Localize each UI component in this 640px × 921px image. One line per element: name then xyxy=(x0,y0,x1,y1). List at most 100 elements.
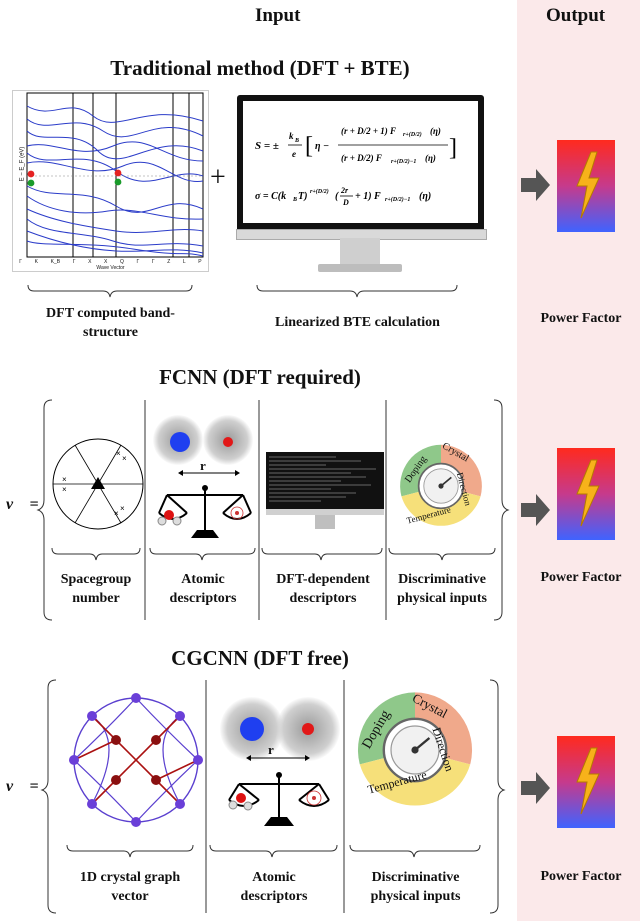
fcnn-title: FCNN (DFT required) xyxy=(159,365,361,389)
kpoint-label: Q xyxy=(119,259,124,265)
svg-text:B: B xyxy=(292,197,297,203)
cgcnn-caption-atomic: Atomic descriptors xyxy=(210,868,338,906)
kpoint-label: K xyxy=(34,259,39,265)
lightning-bolt-icon xyxy=(576,151,600,219)
svg-text:D: D xyxy=(342,198,349,207)
svg-text:×: × xyxy=(122,454,127,463)
output-header: Output xyxy=(546,5,606,26)
kpoint-label: L xyxy=(182,259,186,265)
band-kpoint-labels: Γ K K_B Γ X X Q Γ Γ Z L P xyxy=(13,259,208,265)
caption-line: Discriminative xyxy=(371,870,460,885)
power-factor-label: Power Factor xyxy=(540,869,622,884)
fcnn-vector-symbol: v⃗ = xyxy=(6,496,39,513)
fcnn-caption-atomic: Atomic descriptors xyxy=(150,570,256,608)
cgcnn-title: CGCNN (DFT free) xyxy=(171,646,349,670)
svg-text:(η): (η) xyxy=(425,153,436,163)
caption-line: physical inputs xyxy=(370,889,461,904)
svg-text:[: [ xyxy=(305,133,313,159)
svg-text:B: B xyxy=(294,138,299,144)
caption-line: Spacegroup xyxy=(60,572,132,587)
kpoint-label: X xyxy=(104,259,108,265)
svg-text:(η): (η) xyxy=(419,191,431,202)
svg-text:(r + D/2) F: (r + D/2) F xyxy=(341,153,382,163)
svg-text:2r: 2r xyxy=(340,186,349,195)
caption-line: Discriminative xyxy=(398,572,486,587)
svg-text:+ 1) F: + 1) F xyxy=(355,191,381,202)
svg-text:S = ±: S = ± xyxy=(255,140,279,152)
caption-line: DFT-dependent xyxy=(276,572,370,587)
caption-line: Atomic xyxy=(252,870,296,885)
r-distance-label: r xyxy=(200,458,206,473)
caption-line: 1D crystal graph xyxy=(79,870,181,885)
svg-text:×: × xyxy=(114,509,119,518)
caption-line: physical inputs xyxy=(397,591,487,606)
kpoint-label: Γ xyxy=(136,259,140,265)
svg-text:e: e xyxy=(292,149,296,159)
caption-line: descriptors xyxy=(289,591,357,606)
r-distance-label: r xyxy=(268,742,274,757)
svg-text:k: k xyxy=(289,131,294,141)
svg-text:(r + D/2 + 1) F: (r + D/2 + 1) F xyxy=(341,126,396,136)
r-arrow xyxy=(246,755,310,761)
lightning-bolt-icon xyxy=(576,747,600,815)
svg-text:r+(D/2)−1: r+(D/2)−1 xyxy=(391,158,416,165)
r-arrow xyxy=(178,470,240,476)
monitor-base xyxy=(318,264,402,272)
power-factor-label: Power Factor xyxy=(540,570,622,585)
svg-text:(η): (η) xyxy=(430,126,441,136)
plus-sign: + xyxy=(210,162,226,193)
svg-text:r+(D/2): r+(D/2) xyxy=(403,131,422,138)
band-structure-caption-line2: structure xyxy=(83,325,138,340)
cgcnn-vector-symbol: v⃗ = xyxy=(6,778,39,795)
kpoint-label: Γ xyxy=(151,259,155,265)
cgcnn-caption-physical: Discriminative physical inputs xyxy=(348,868,483,906)
power-factor-label: Power Factor xyxy=(540,311,622,326)
svg-text:r+(D/2): r+(D/2) xyxy=(310,188,329,195)
fcnn-caption-physical: Discriminative physical inputs xyxy=(386,570,498,608)
traditional-method-title: Traditional method (DFT + BTE) xyxy=(110,56,410,80)
band-structure-caption: DFT computed band- structure xyxy=(28,304,193,342)
physical-inputs-gauge xyxy=(400,444,482,526)
kpoint-label: P xyxy=(198,259,202,265)
caption-line: descriptors xyxy=(240,889,308,904)
physical-inputs-gauge xyxy=(357,692,473,806)
power-factor-box xyxy=(557,448,615,540)
cgcnn-caption-graph: 1D crystal graph vector xyxy=(60,868,200,906)
svg-text:r+(D/2)−1: r+(D/2)−1 xyxy=(385,196,410,203)
atom-1-nucleus xyxy=(240,717,264,741)
fcnn-caption-spacegroup: Spacegroup number xyxy=(45,570,147,608)
svg-text:σ = C(k: σ = C(k xyxy=(255,191,286,202)
band-structure-plot: E − E_F (eV) Γ K K_B Γ X X Q Γ Γ Z L P W… xyxy=(12,90,209,272)
svg-text:×: × xyxy=(62,475,67,484)
kpoint-label: Γ xyxy=(19,259,23,265)
kpoint-label: X xyxy=(88,259,92,265)
crystal-graph-diagram xyxy=(69,693,203,827)
atom-2-nucleus xyxy=(302,723,314,735)
svg-text:η −: η − xyxy=(315,141,329,152)
svg-text:]: ] xyxy=(449,135,457,161)
caption-line: Atomic xyxy=(181,572,225,587)
kpoint-label: Z xyxy=(167,259,171,265)
svg-text:×: × xyxy=(116,449,121,458)
spacegroup-diagram: ×× ×× ×× xyxy=(52,438,144,530)
power-factor-box xyxy=(557,140,615,232)
dft-monitor-chin xyxy=(266,509,384,515)
svg-text:(: ( xyxy=(335,191,339,202)
lightning-bolt-icon xyxy=(576,459,600,527)
svg-text:×: × xyxy=(120,504,125,513)
input-header: Input xyxy=(255,5,301,26)
kpoint-label: Γ xyxy=(72,259,76,265)
band-structure-caption-line1: DFT computed band- xyxy=(46,306,175,321)
svg-text:T): T) xyxy=(298,191,307,202)
bte-caption: Linearized BTE calculation xyxy=(275,315,440,330)
monitor-stand xyxy=(340,238,380,266)
caption-line: number xyxy=(72,591,120,606)
atom-1-nucleus xyxy=(170,432,190,452)
caption-line: descriptors xyxy=(169,591,237,606)
balance-scale-icon xyxy=(228,772,330,826)
dft-monitor-stand xyxy=(315,515,335,529)
dft-terminal-screen xyxy=(266,452,384,509)
power-factor-box xyxy=(557,736,615,828)
